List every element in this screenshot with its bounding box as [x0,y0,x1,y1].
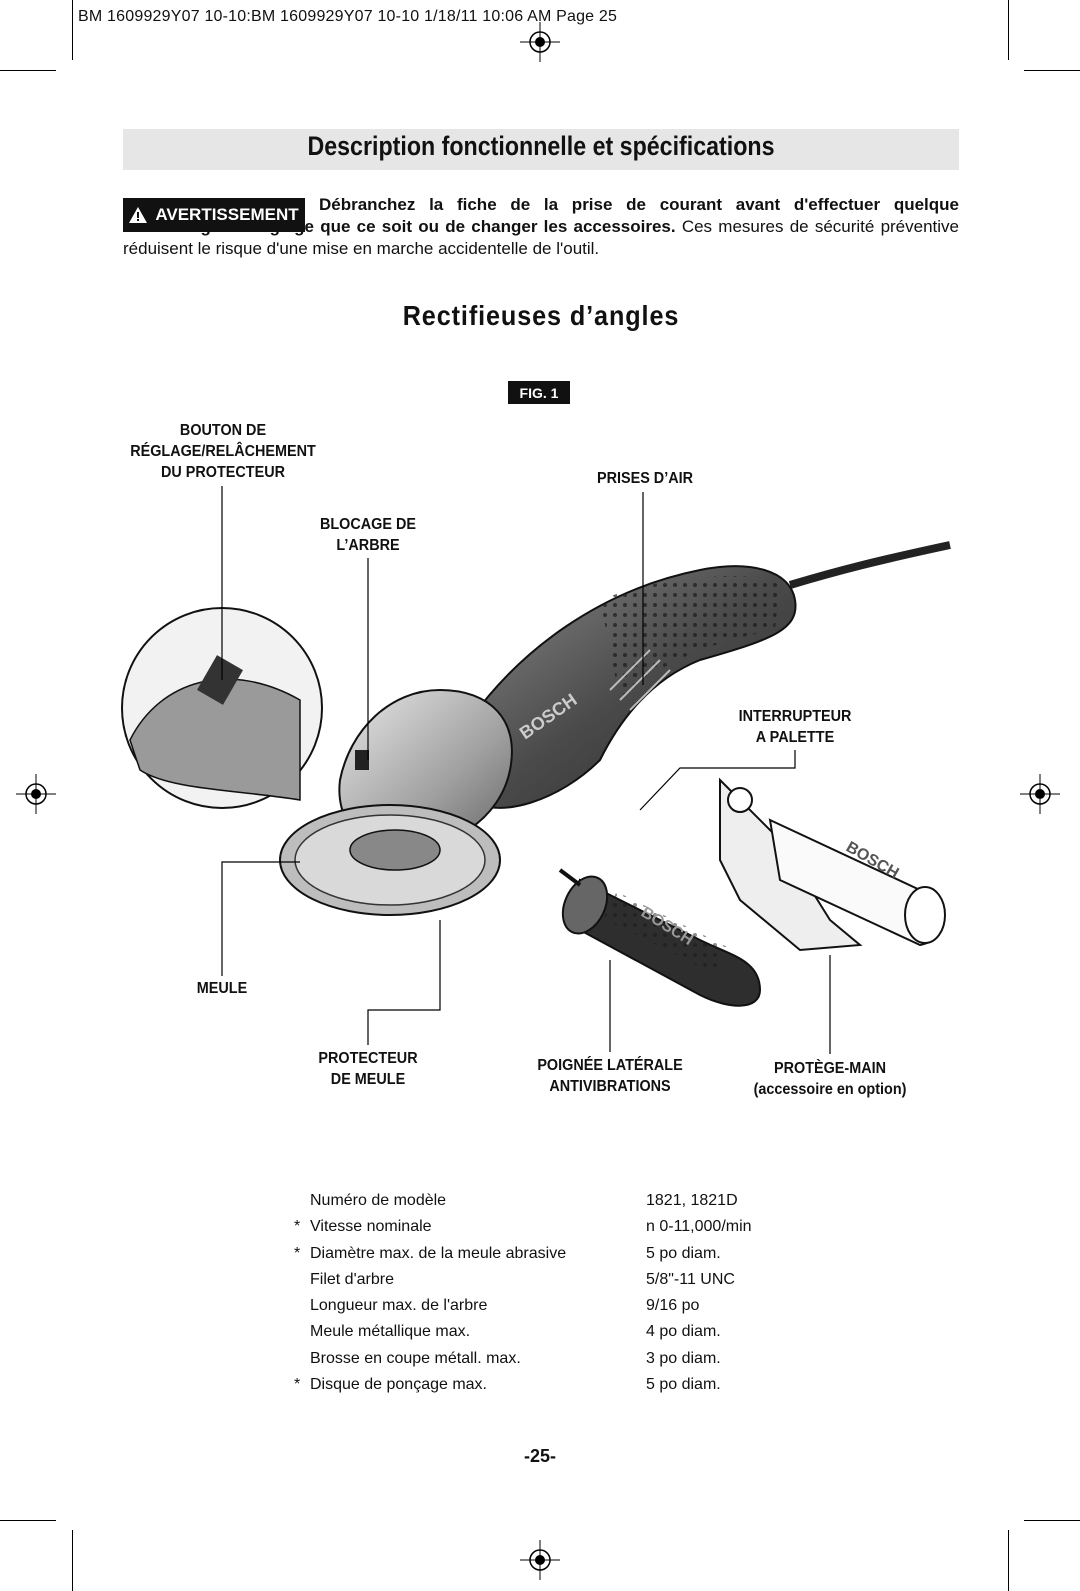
warning-normal-text: Ces mesures de sécurité préventive rédui… [123,217,960,258]
label-hand-guard-line-1: PROTÈGE-MAIN [773,1060,886,1077]
label-side-handle-line-1: POIGNÉE LATÉRALE [537,1057,683,1074]
wheel-flange [349,829,441,871]
spec-name: Longueur max. de l'arbre [310,1297,488,1315]
label-wheel: MEULE [184,978,260,999]
label-air-vents-line-1: PRISES D’AIR [596,470,694,487]
warning-badge-label: AVERTISSEMENT [155,205,299,224]
label-hand-guard: PROTÈGE-MAIN (accessoire en option) [745,1058,916,1100]
spec-value: n 0-11,000/min [646,1218,752,1236]
crop-mark-bottom-right-h [1024,1520,1080,1521]
crop-mark-top-left-v [72,0,73,60]
label-spindle-lock: BLOCAGE DE L’ARBRE [307,514,429,556]
spec-name: Vitesse nominale [310,1218,432,1236]
spec-row: * Vitesse nominale n 0-11,000/min [294,1214,794,1240]
spec-name: Brosse en coupe métall. max. [310,1349,521,1367]
registration-mark-top [520,22,560,62]
crop-mark-bottom-left-h [0,1520,56,1521]
spec-star: * [294,1218,301,1236]
spec-name: Disque de ponçage max. [310,1376,487,1394]
label-side-handle: POIGNÉE LATÉRALE ANTIVIBRATIONS [529,1055,691,1097]
spec-row: * Disque de ponçage max. 5 po diam. [294,1372,794,1398]
section-title: Description fonctionnelle et spécificati… [307,131,775,161]
label-guard-button-line-2: RÉGLAGE/RELÂCHEMENT [130,443,316,460]
spec-value: 3 po diam. [646,1349,721,1367]
spec-name: Diamètre max. de la meule abrasive [310,1244,567,1262]
spec-value: 5 po diam. [646,1376,721,1394]
section-title-bar [123,129,959,170]
leader-paddle-switch [639,750,796,811]
spindle-lock-button [355,750,369,770]
spec-row: Longueur max. de l'arbre 9/16 po [294,1293,794,1319]
detail-inset-guard [129,678,301,801]
label-guard-button-line-1: BOUTON DE [179,422,267,439]
spec-name: Filet d'arbre [310,1270,394,1288]
subtitle: Rectifieuses d’angles [402,300,680,331]
spec-name: Numéro de modèle [310,1192,447,1209]
spec-value: 9/16 po [646,1297,700,1315]
registration-mark-bottom [520,1540,560,1580]
spec-list: Numéro de modèle 1821, 1821D * Vitesse n… [294,1188,794,1398]
angle-grinder-illustration: BOSCH BOSCH BOSCH [121,486,951,1054]
side-handle-drawing: BOSCH [558,868,762,1007]
spec-value: 1821, 1821D [646,1192,738,1209]
crop-mark-top-right-h [1024,70,1080,71]
spec-value: 5/8"-11 UNC [646,1270,735,1288]
label-wheel-guard-line-2: DE MEULE [330,1071,406,1088]
power-cord [788,541,951,589]
label-paddle-switch: INTERRUPTEUR A PALETTE [732,706,858,748]
label-wheel-guard-line-1: PROTECTEUR [318,1050,418,1067]
registration-mark-right [1020,774,1060,814]
label-wheel-guard: PROTECTEUR DE MEULE [307,1048,429,1090]
label-guard-button: BOUTON DE RÉGLAGE/RELÂCHEMENT DU PROTECT… [129,420,318,483]
spec-row: Filet d'arbre 5/8"-11 UNC [294,1267,794,1293]
label-spindle-lock-line-1: BLOCAGE DE [319,516,416,533]
hand-guard-drawing: BOSCH [719,777,946,952]
spec-row: Brosse en coupe métall. max. 3 po diam. [294,1346,794,1372]
leader-wheel-guard [367,920,441,1045]
registration-mark-left [16,774,56,814]
spec-value: 4 po diam. [646,1323,721,1341]
crop-mark-bottom-right-v [1008,1530,1009,1591]
crop-mark-top-right-v [1008,0,1009,60]
spec-row: Numéro de modèle 1821, 1821D [294,1188,794,1214]
spec-row: * Diamètre max. de la meule abrasive 5 p… [294,1241,794,1267]
label-air-vents: PRISES D’AIR [578,468,713,489]
crop-mark-top-left-h [0,70,56,71]
label-hand-guard-note: (accessoire en option) [753,1081,907,1098]
label-paddle-switch-line-1: INTERRUPTEUR [738,708,852,725]
label-guard-button-line-3: DU PROTECTEUR [160,464,286,481]
leader-lines [221,486,831,1054]
spec-star: * [294,1244,301,1262]
label-side-handle-line-2: ANTIVIBRATIONS [549,1078,671,1095]
label-wheel-line-1: MEULE [196,980,248,997]
label-paddle-switch-line-2: A PALETTE [755,729,835,746]
figure-badge: FIG. 1 [508,381,570,404]
page-number: -25- [523,1446,556,1466]
spec-star: * [294,1376,301,1394]
print-header: BM 1609929Y07 10-10:BM 1609929Y07 10-10 … [78,8,618,25]
warning-triangle-icon [129,207,148,223]
crop-mark-bottom-left-v [72,1530,73,1591]
spec-name: Meule métallique max. [310,1323,471,1341]
detail-inset-button [197,655,243,705]
spec-row: Meule métallique max. 4 po diam. [294,1319,794,1345]
spec-value: 5 po diam. [646,1244,721,1262]
label-spindle-lock-line-2: L’ARBRE [336,537,400,554]
grip-texture [600,576,780,700]
leader-wheel [221,861,300,976]
warning-badge: AVERTISSEMENT [123,198,305,232]
